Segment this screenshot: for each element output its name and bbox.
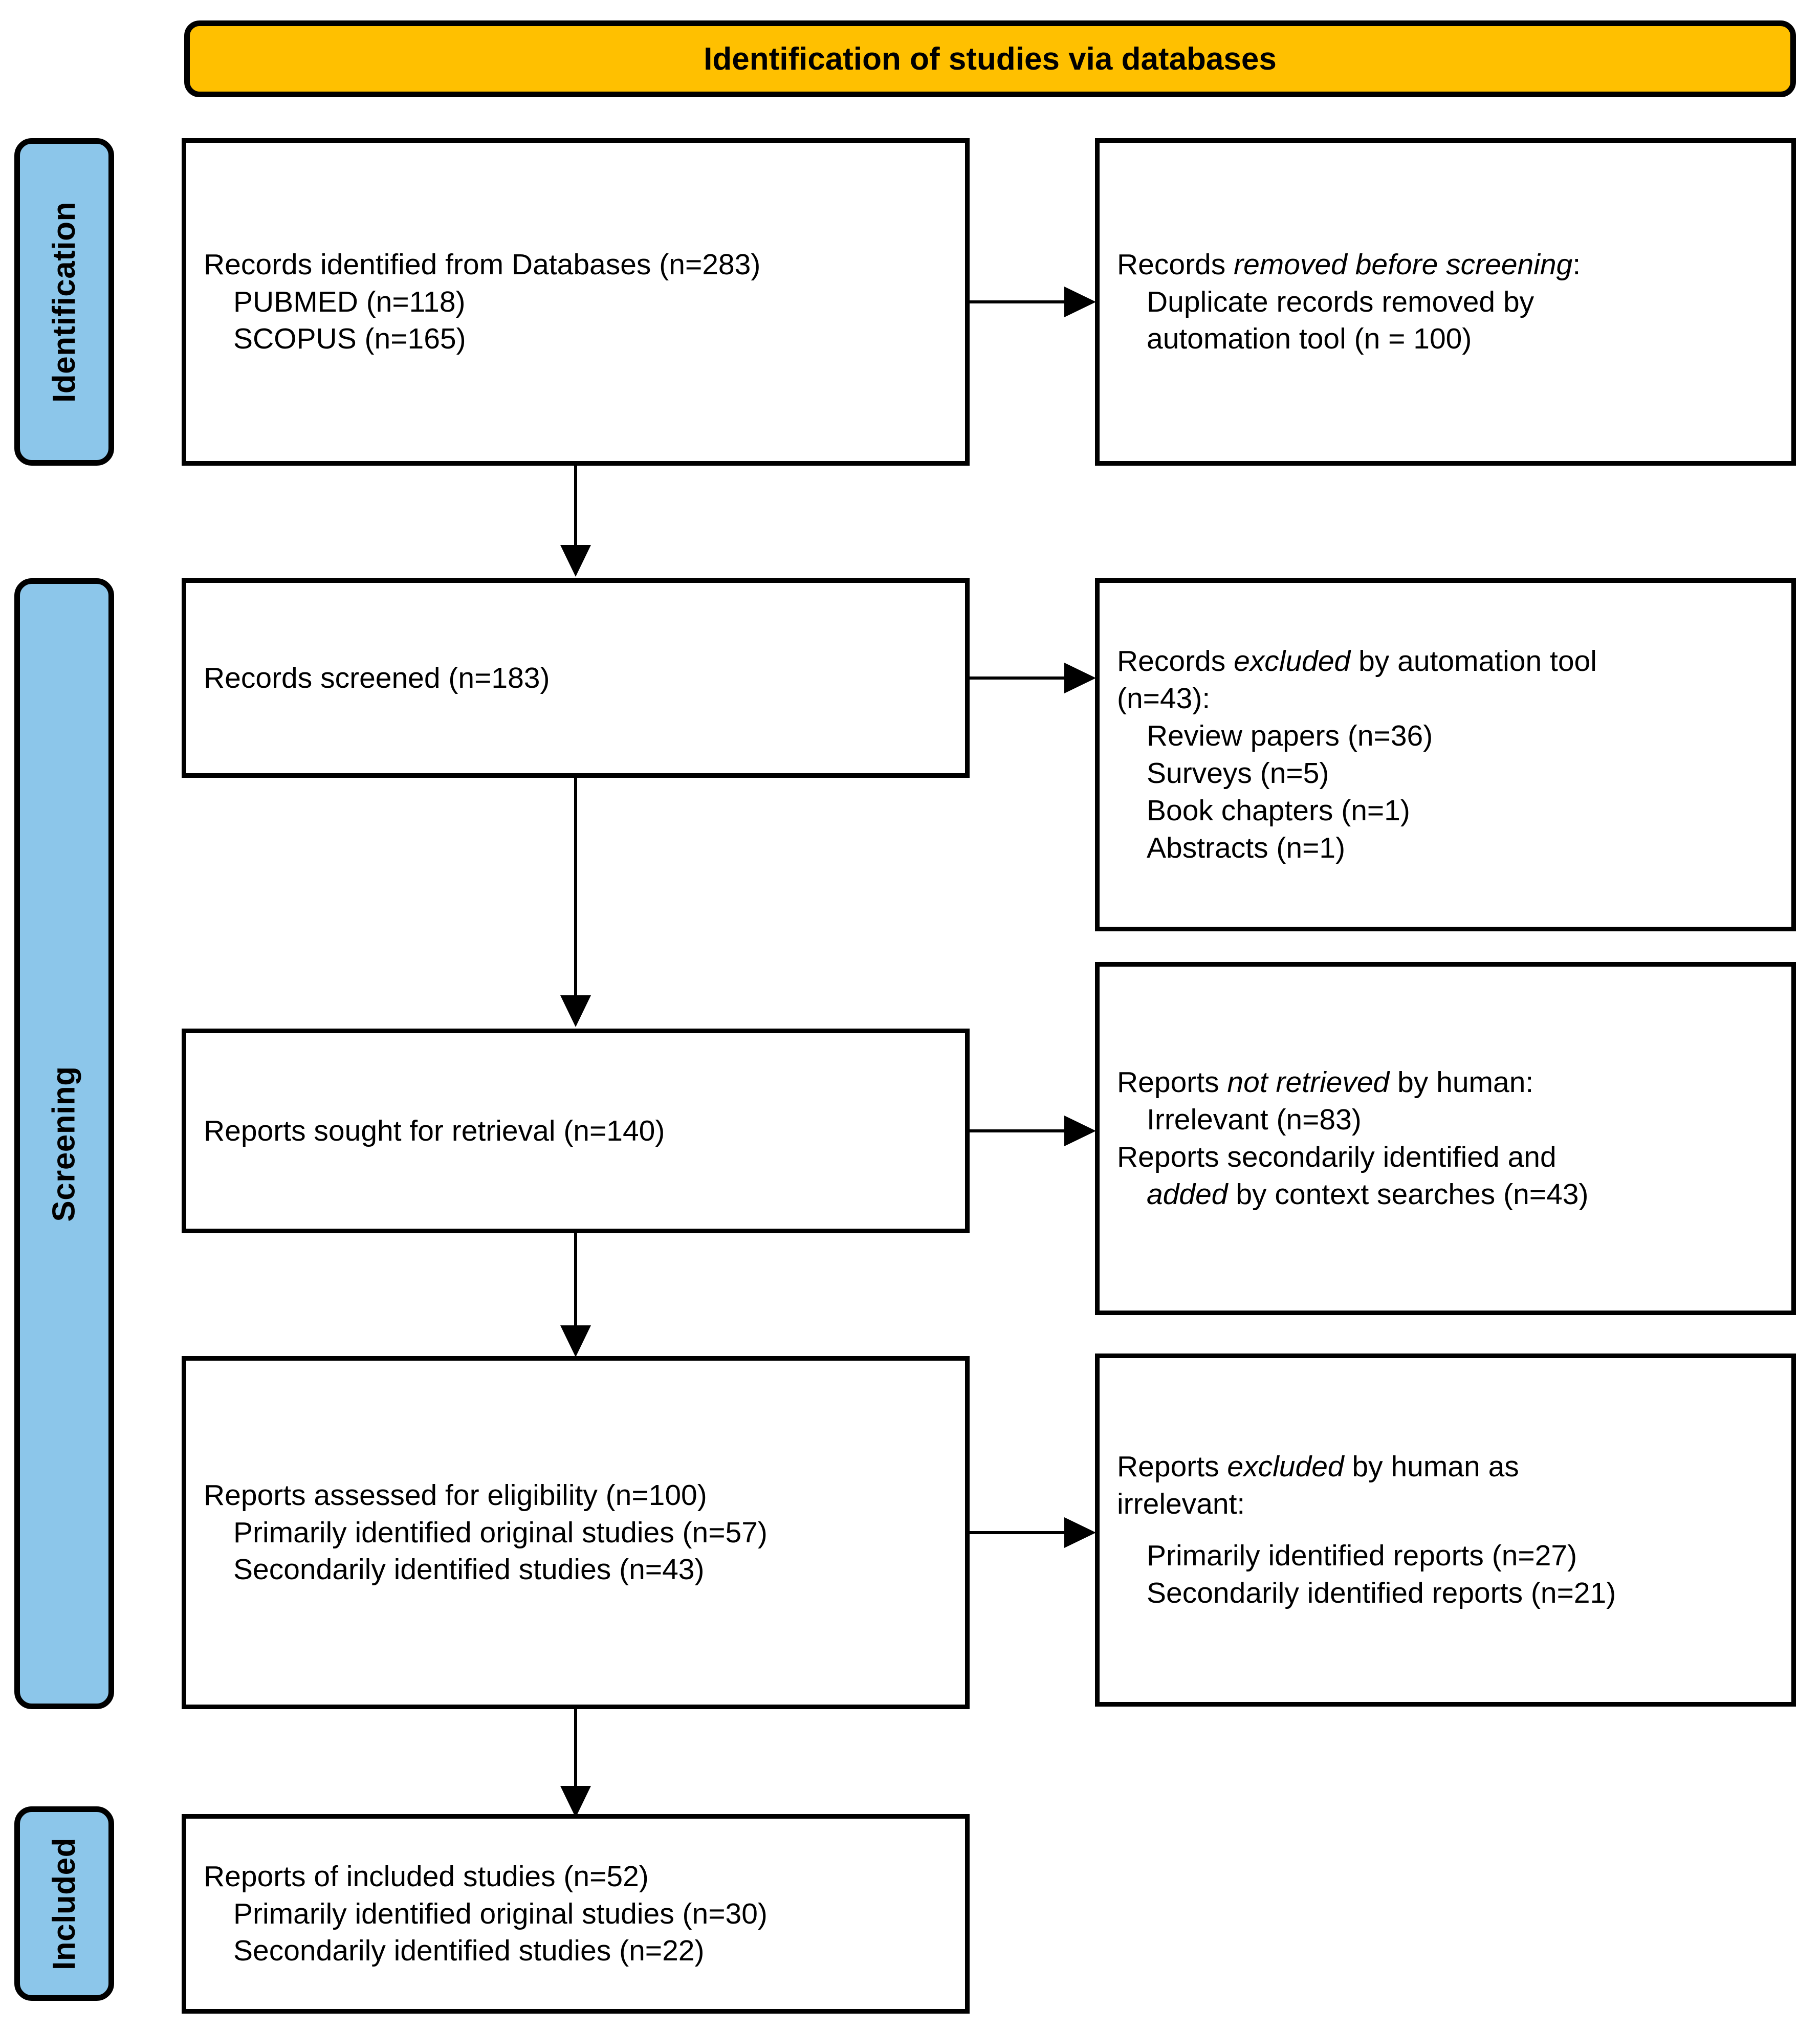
reports-included-line-3: Secondarily identified studies (n=22) xyxy=(233,1934,705,1968)
box-reports-not-retrieved: Reports not retrieved by human: Irreleva… xyxy=(1095,962,1796,1315)
reports-excluded-human-prefix: Reports xyxy=(1117,1450,1227,1483)
records-excluded-emphasis: excluded xyxy=(1234,645,1351,678)
records-identified-line-1: Records identified from Databases (n=283… xyxy=(204,248,761,281)
records-removed-line-1: Records removed before screening: xyxy=(1117,246,1774,283)
stage-label-identification: Identification xyxy=(14,138,114,466)
records-excluded-item-1: Review papers (n=36) xyxy=(1147,719,1433,753)
reports-assessed-line-1: Reports assessed for eligibility (n=100) xyxy=(204,1478,707,1512)
reports-included-line-1: Reports of included studies (n=52) xyxy=(204,1860,649,1893)
reports-not-retrieved-line-4: added by context searches (n=43) xyxy=(1117,1176,1774,1213)
box-reports-included: Reports of included studies (n=52) Prima… xyxy=(182,1814,970,2014)
reports-added-suffix: by context searches (n=43) xyxy=(1227,1177,1589,1211)
diagram-header-banner: Identification of studies via databases xyxy=(184,20,1796,97)
reports-sought-line-1: Reports sought for retrieval (n=140) xyxy=(204,1114,665,1147)
records-excluded-item-2: Surveys (n=5) xyxy=(1147,757,1329,790)
reports-included-line-2: Primarily identified original studies (n… xyxy=(233,1897,768,1930)
connector-identified-to-removed-line xyxy=(970,300,1067,303)
reports-not-retrieved-line-1: Reports not retrieved by human: xyxy=(1117,1064,1774,1101)
records-removed-suffix: : xyxy=(1572,248,1581,281)
reports-not-retrieved-emphasis: not retrieved xyxy=(1227,1066,1390,1099)
connector-sought-to-assessed-arrow xyxy=(560,1325,591,1357)
reports-excluded-human-item-1: Primarily identified reports (n=27) xyxy=(1147,1539,1577,1572)
box-records-removed: Records removed before screening: Duplic… xyxy=(1095,138,1796,466)
reports-assessed-line-3: Secondarily identified studies (n=43) xyxy=(233,1553,705,1586)
records-excluded-prefix: Records xyxy=(1117,645,1234,678)
box-records-screened: Records screened (n=183) xyxy=(182,578,970,778)
connector-screened-to-sought-line xyxy=(574,778,577,998)
stage-label-included-text: Included xyxy=(47,1837,82,1970)
box-reports-assessed: Reports assessed for eligibility (n=100)… xyxy=(182,1356,970,1709)
records-removed-line-2: Duplicate records removed by xyxy=(1147,285,1534,318)
connector-assessed-to-excludedhuman-arrow xyxy=(1064,1517,1096,1548)
reports-excluded-human-item-2: Secondarily identified reports (n=21) xyxy=(1147,1576,1616,1609)
reports-excluded-human-line-2: irrelevant: xyxy=(1117,1488,1245,1521)
records-removed-prefix: Records xyxy=(1117,248,1234,281)
reports-not-retrieved-suffix: by human: xyxy=(1389,1066,1534,1099)
reports-assessed-line-2: Primarily identified original studies (n… xyxy=(233,1516,768,1549)
stage-label-screening: Screening xyxy=(14,578,114,1709)
connector-sought-to-notretrieved-line xyxy=(970,1129,1067,1132)
records-excluded-item-3: Book chapters (n=1) xyxy=(1147,794,1410,827)
records-screened-line-1: Records screened (n=183) xyxy=(204,661,550,694)
reports-excluded-human-line-1: Reports excluded by human as xyxy=(1117,1448,1774,1486)
records-excluded-suffix: by automation tool xyxy=(1350,645,1597,678)
connector-screened-to-excluded-arrow xyxy=(1064,663,1096,693)
connector-assessed-to-included-line xyxy=(574,1709,577,1791)
reports-added-emphasis: added xyxy=(1147,1177,1228,1211)
connector-sought-to-notretrieved-arrow xyxy=(1064,1116,1096,1146)
stage-label-screening-text: Screening xyxy=(47,1065,82,1222)
reports-not-retrieved-prefix: Reports xyxy=(1117,1066,1227,1099)
records-excluded-item-4: Abstracts (n=1) xyxy=(1147,831,1346,864)
connector-identified-to-removed-arrow xyxy=(1064,287,1096,317)
connector-assessed-to-excludedhuman-line xyxy=(970,1531,1067,1534)
box-records-identified: Records identified from Databases (n=283… xyxy=(182,138,970,466)
records-removed-emphasis: removed before screening xyxy=(1234,248,1573,281)
reports-not-retrieved-line-3: Reports secondarily identified and xyxy=(1117,1141,1556,1173)
records-excluded-line-1: Records excluded by automation tool xyxy=(1117,643,1774,680)
records-identified-line-3: SCOPUS (n=165) xyxy=(233,322,466,356)
records-excluded-line-2: (n=43): xyxy=(1117,682,1211,715)
connector-identified-to-screened-arrow xyxy=(560,545,591,577)
records-removed-line-3: automation tool (n = 100) xyxy=(1147,322,1472,356)
box-reports-sought: Reports sought for retrieval (n=140) xyxy=(182,1029,970,1233)
reports-excluded-human-emphasis: excluded xyxy=(1227,1450,1344,1483)
stage-label-identification-text: Identification xyxy=(47,201,82,403)
connector-screened-to-excluded-line xyxy=(970,676,1067,680)
diagram-header-title: Identification of studies via databases xyxy=(704,41,1277,77)
connector-screened-to-sought-arrow xyxy=(560,995,591,1027)
reports-not-retrieved-line-2: Irrelevant (n=83) xyxy=(1147,1103,1362,1137)
records-identified-line-2: PUBMED (n=118) xyxy=(233,285,466,318)
box-reports-excluded-human: Reports excluded by human as irrelevant:… xyxy=(1095,1354,1796,1707)
box-records-excluded-automation: Records excluded by automation tool (n=4… xyxy=(1095,578,1796,931)
stage-label-included: Included xyxy=(14,1806,114,2001)
reports-excluded-human-suffix: by human as xyxy=(1344,1450,1519,1483)
connector-identified-to-screened-line xyxy=(574,466,577,548)
connector-assessed-to-included-arrow xyxy=(560,1786,591,1818)
connector-sought-to-assessed-line xyxy=(574,1233,577,1328)
